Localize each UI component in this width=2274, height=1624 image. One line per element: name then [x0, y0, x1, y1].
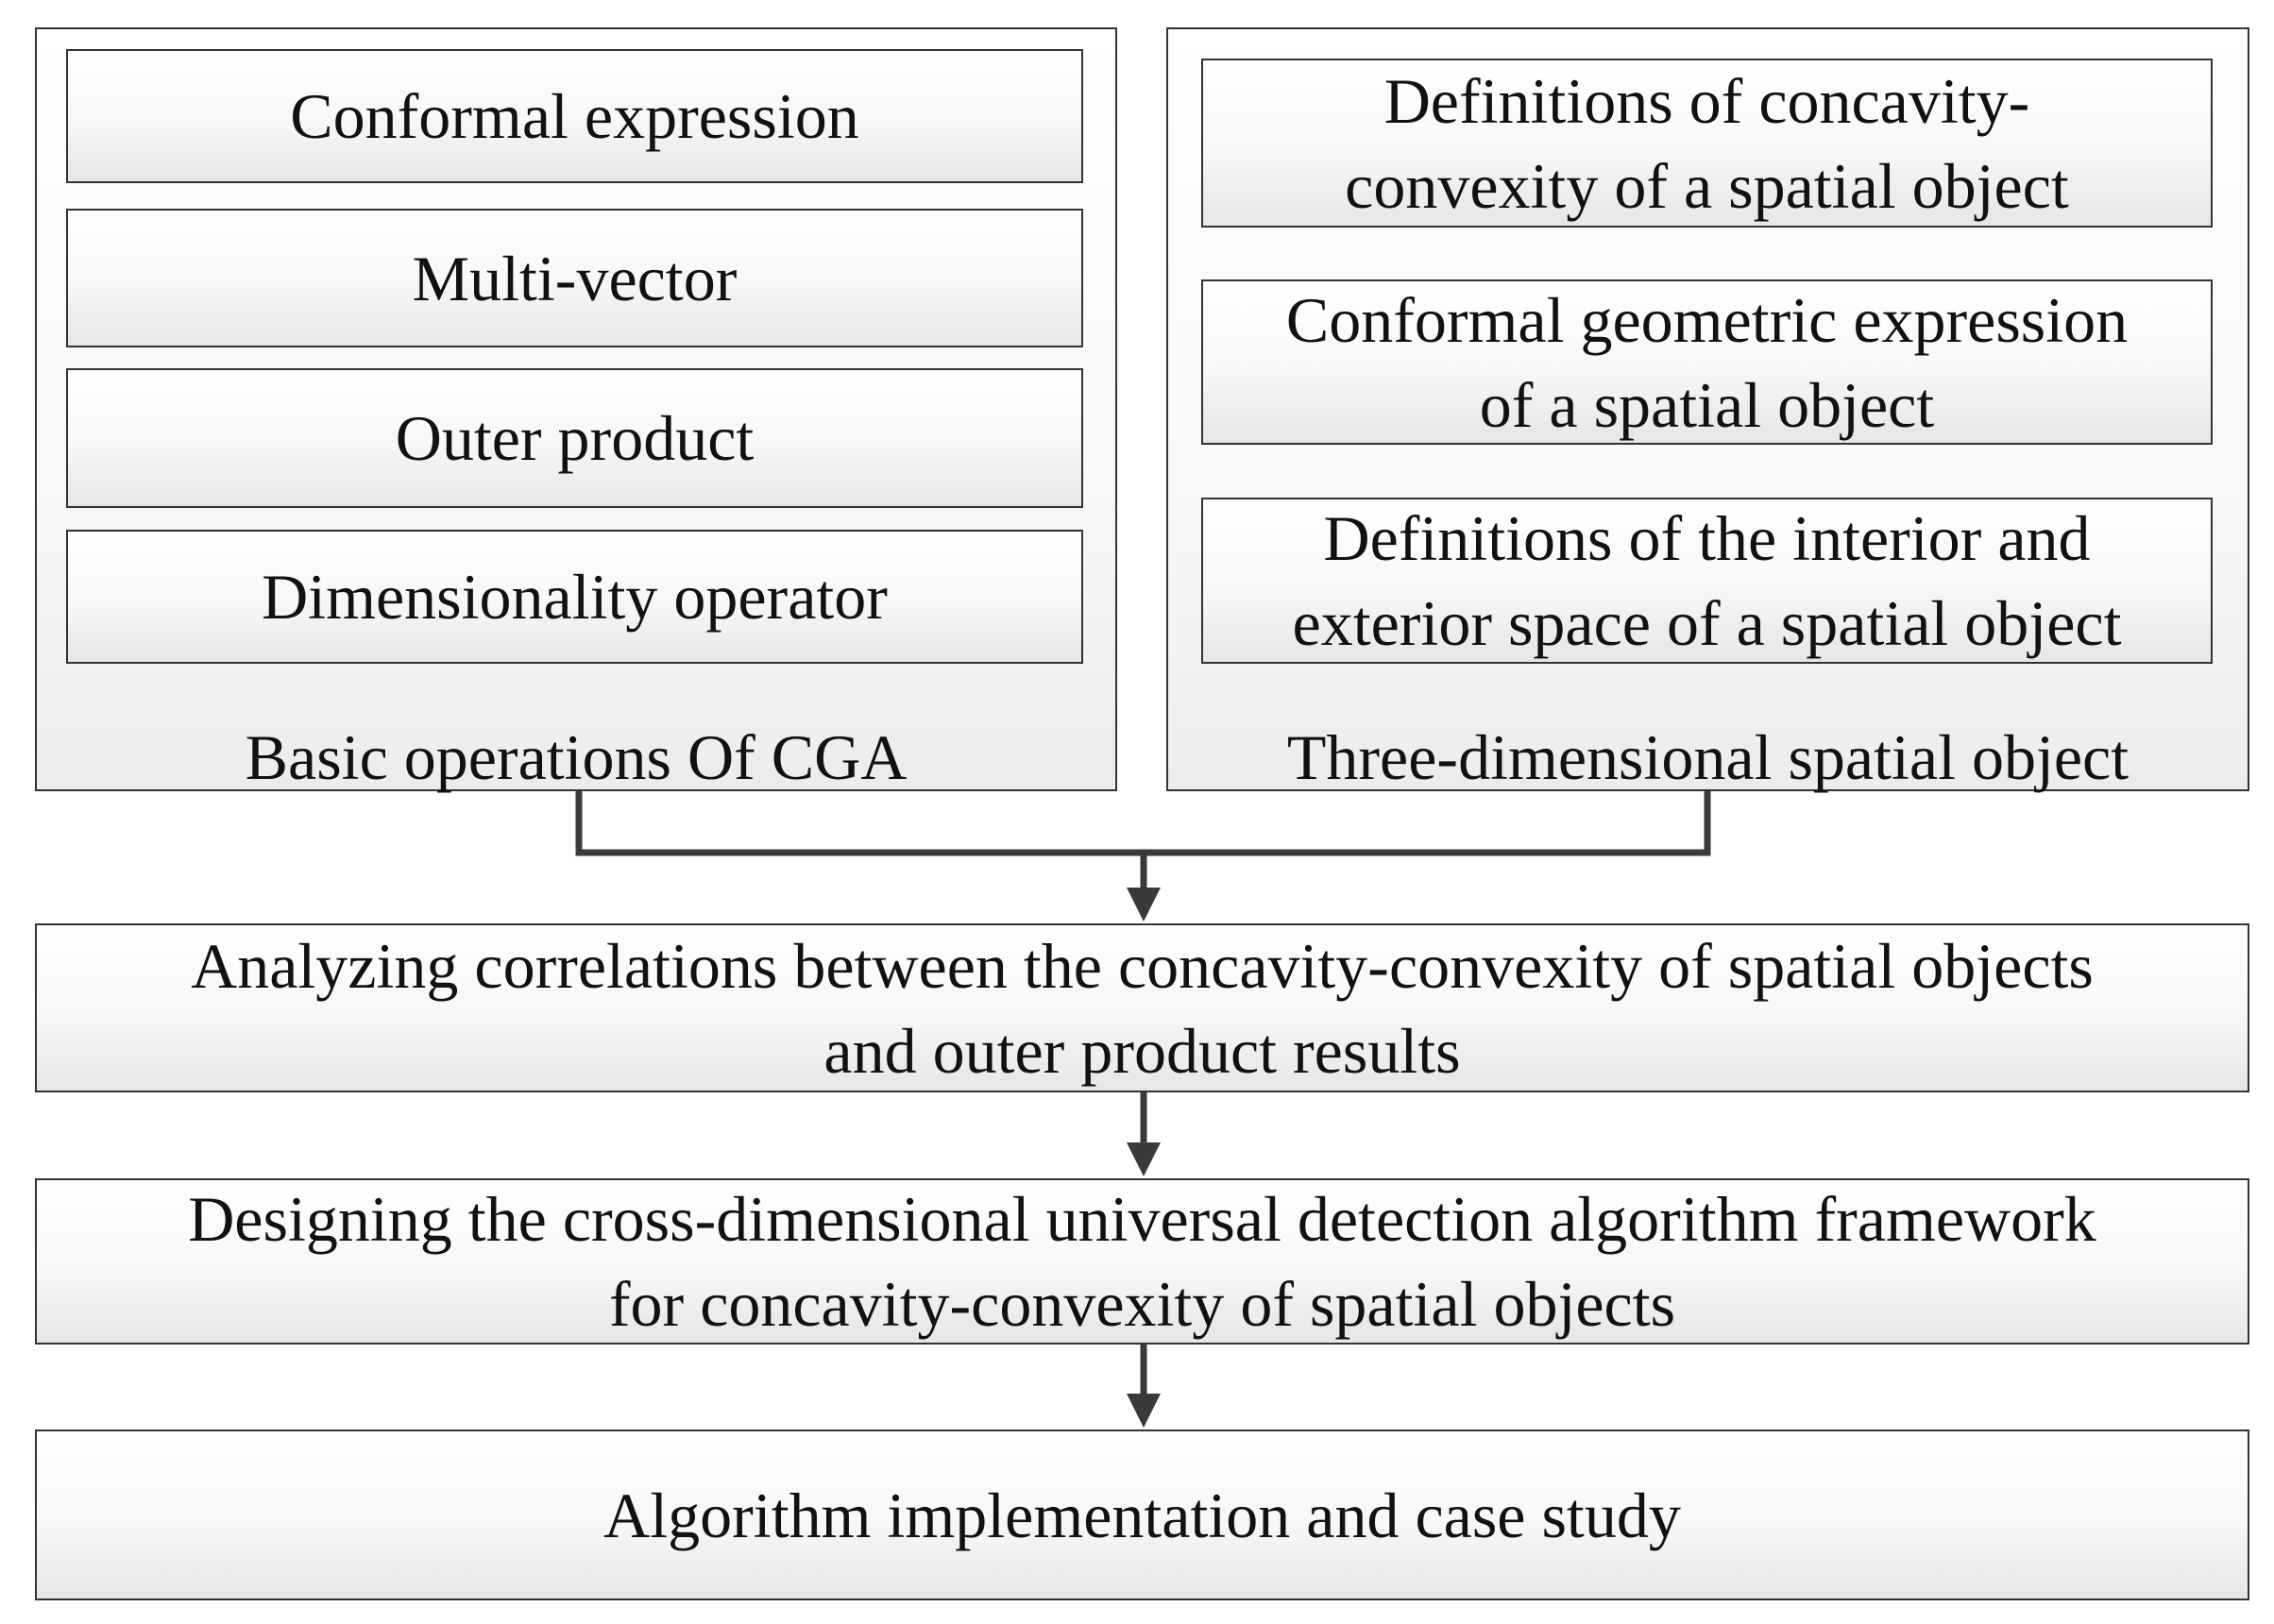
interior-exterior-definitions-box: Definitions of the interior and exterior…	[1201, 498, 2213, 664]
concavity-definitions-box: Definitions of concavity- convexity of a…	[1201, 59, 2213, 228]
merge-connector	[575, 791, 1711, 856]
analyzing-correlations-line-2: and outer product results	[823, 1014, 1461, 1087]
analyzing-correlations-box: Analyzing correlations between the conca…	[35, 923, 2249, 1092]
dimensionality-operator-text: Dimensionality operator	[262, 561, 888, 633]
interior-exterior-line-2: exterior space of a spatial object	[1292, 587, 2122, 659]
outer-product-box: Outer product	[66, 368, 1083, 508]
concavity-definitions-line-2: convexity of a spatial object	[1345, 149, 2069, 222]
designing-framework-box: Designing the cross-dimensional universa…	[35, 1178, 2249, 1345]
designing-framework-line-1: Designing the cross-dimensional universa…	[188, 1183, 2096, 1255]
conformal-geometric-line-1: Conformal geometric expression	[1285, 283, 2129, 356]
multi-vector-box: Multi-vector	[66, 209, 1083, 347]
outer-product-text: Outer product	[395, 402, 755, 474]
conformal-geometric-expression-box: Conformal geometric expression of a spat…	[1201, 279, 2213, 445]
multi-vector-text: Multi-vector	[412, 242, 738, 314]
conformal-geometric-line-2: of a spatial object	[1479, 368, 1935, 441]
arrowhead-step3	[1127, 1394, 1161, 1428]
algorithm-implementation-box: Algorithm implementation and case study	[35, 1429, 2249, 1600]
arrowhead-merge	[1127, 888, 1161, 922]
arrowhead-step2	[1127, 1142, 1161, 1176]
basic-operations-label: Basic operations Of CGA	[245, 721, 908, 793]
conformal-expression-text: Conformal expression	[290, 80, 859, 152]
interior-exterior-line-1: Definitions of the interior and	[1323, 502, 2091, 574]
spatial-object-label: Three-dimensional spatial object	[1286, 721, 2130, 793]
dimensionality-operator-box: Dimensionality operator	[66, 530, 1083, 664]
concavity-definitions-line-1: Definitions of concavity-	[1383, 64, 2030, 137]
conformal-expression-box: Conformal expression	[66, 49, 1083, 183]
designing-framework-line-2: for concavity-convexity of spatial objec…	[608, 1268, 1676, 1340]
algorithm-implementation-text: Algorithm implementation and case study	[603, 1479, 1681, 1551]
analyzing-correlations-line-1: Analyzing correlations between the conca…	[191, 929, 2094, 1002]
